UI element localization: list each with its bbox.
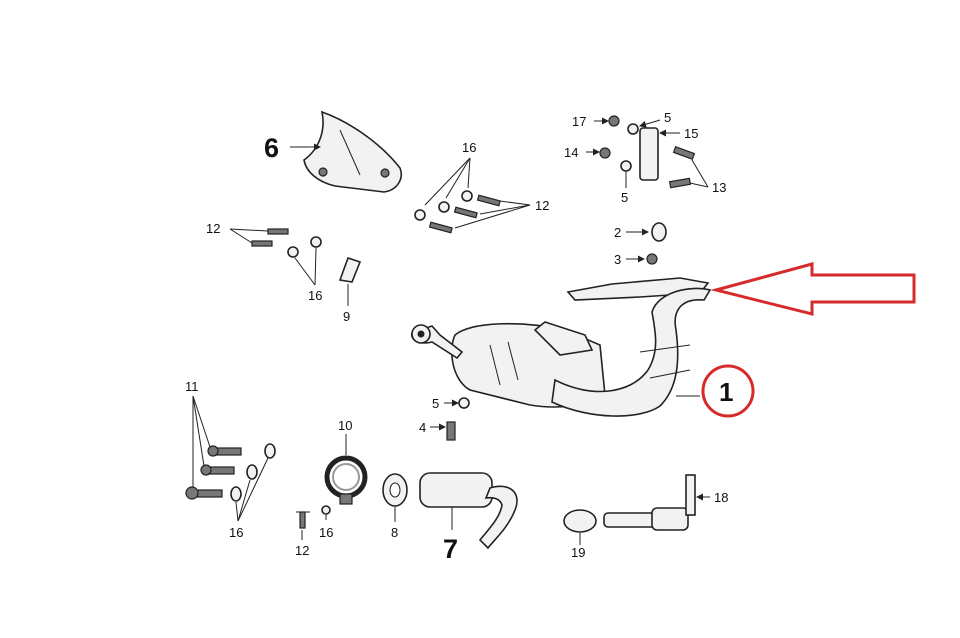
label-17: 17 (572, 114, 586, 129)
label-16-left: 16 (308, 288, 322, 303)
muffler-insert-part (419, 472, 518, 550)
leader-16-c3 (235, 501, 239, 522)
leader-5-top (639, 119, 661, 128)
washer-bolt-cluster-top (414, 190, 501, 234)
label-7: 7 (443, 534, 458, 564)
gasket-part (382, 473, 408, 507)
label-8: 8 (391, 525, 398, 540)
label-10: 10 (338, 418, 352, 433)
leader-12-a1 (454, 204, 531, 229)
leader-12-b1 (229, 228, 269, 232)
label-11: 11 (185, 379, 199, 394)
washer-5-part (458, 397, 470, 409)
leader-11-c (192, 395, 205, 467)
leader-16-b1 (294, 257, 316, 286)
washer-bolt-cluster-left (251, 228, 362, 283)
highlight-arrow (710, 262, 916, 316)
label-5-top: 5 (664, 110, 671, 125)
label-3: 3 (614, 252, 621, 267)
leader-12-a3 (499, 200, 531, 206)
label-6: 6 (264, 133, 279, 163)
exhaust-muffler-part (410, 277, 712, 417)
label-16-bottom-left: 16 (229, 525, 243, 540)
leader-12-b2 (229, 228, 253, 244)
bolt-washer-cluster-bottom-left (185, 443, 276, 502)
clamp-part (324, 455, 368, 505)
screw-12-part (299, 511, 306, 529)
label-16-bottom: 16 (319, 525, 333, 540)
leader-16-a2 (445, 157, 471, 199)
label-2: 2 (614, 225, 621, 240)
label-12-left: 12 (206, 221, 220, 236)
label-13: 13 (712, 180, 726, 195)
label-1: 1 (719, 377, 733, 407)
leader-11-b (192, 395, 211, 448)
leader-16-c1 (237, 457, 269, 522)
part-1-highlight-circle (701, 364, 755, 418)
label-12-top: 12 (535, 198, 549, 213)
label-19: 19 (571, 545, 585, 560)
label-15: 15 (684, 126, 698, 141)
label-18: 18 (714, 490, 728, 505)
leader-16-a1 (424, 157, 471, 206)
label-16-top: 16 (462, 140, 476, 155)
mounting-hardware (599, 115, 696, 265)
label-12-bottom: 12 (295, 543, 309, 558)
leader-12-a2 (479, 204, 531, 215)
label-14: 14 (564, 145, 578, 160)
heat-shield-part (303, 110, 402, 193)
washer-16-part (321, 505, 331, 515)
bolt-4-part (446, 421, 456, 441)
label-4: 4 (419, 420, 426, 435)
leader-16-b2 (314, 247, 317, 286)
label-9: 9 (343, 309, 350, 324)
label-5-mid: 5 (621, 190, 628, 205)
sensor-assembly-part (563, 474, 696, 533)
leader-13-b (689, 182, 709, 188)
leader-16-a3 (467, 157, 471, 189)
label-5-low: 5 (432, 396, 439, 411)
leader-13-a (691, 159, 709, 188)
leader-16-c2 (237, 479, 251, 522)
